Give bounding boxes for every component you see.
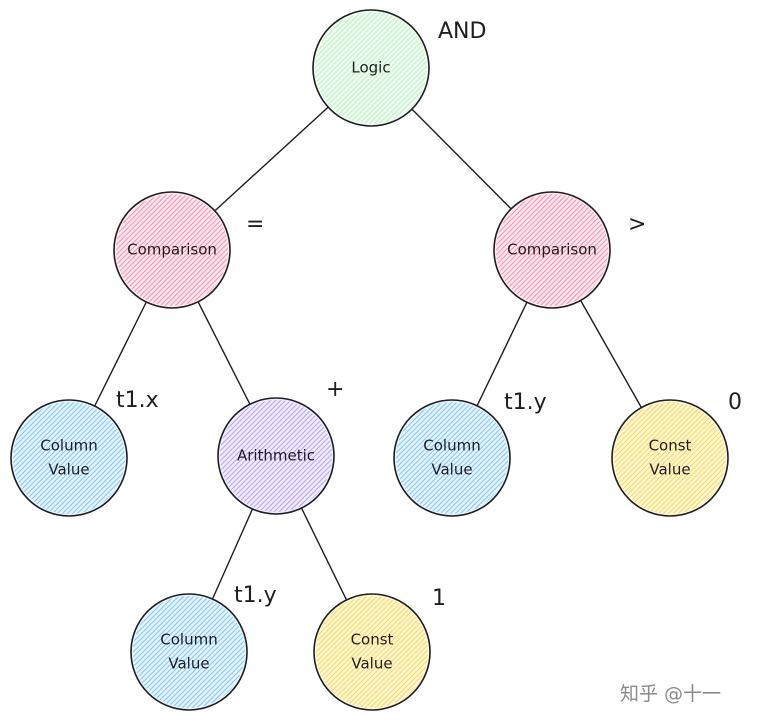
- edge-comparison_eq-to-arithmetic: [197, 301, 251, 405]
- node-outline: [217, 397, 335, 515]
- edge-comparison_gt-to-const_0: [579, 299, 643, 409]
- node-fill: [218, 398, 334, 514]
- annotation-column-t1y-a: t1.y: [234, 583, 277, 608]
- annotations-layer: AND = > t1.x + t1.y 1 t1.y 0: [116, 19, 742, 611]
- node-outline: [113, 191, 231, 309]
- node-label: Column: [423, 437, 480, 455]
- edge-comparison_gt-to-column_t1y_b: [476, 301, 528, 407]
- node-fill: [394, 400, 510, 516]
- annotation-column-t1y-b: t1.y: [504, 390, 547, 415]
- node-fill: [114, 192, 230, 308]
- node-label: Value: [48, 461, 89, 479]
- node-fill: [313, 10, 429, 126]
- node-hatch: [316, 596, 428, 708]
- node-fill: [131, 594, 247, 710]
- node-label: Column: [160, 631, 217, 649]
- node-label: Const: [351, 631, 394, 649]
- node-outline: [611, 399, 729, 517]
- node-outline: [312, 9, 430, 127]
- node-label: Comparison: [507, 241, 597, 259]
- annotation-comparison-eq: =: [246, 212, 264, 237]
- annotation-const-1: 1: [432, 586, 446, 611]
- node-comparison-gt: Comparison: [493, 191, 611, 309]
- node-logic: Logic: [312, 9, 430, 127]
- watermark-text: 知乎 @十一: [620, 683, 721, 705]
- node-label: Arithmetic: [237, 447, 315, 465]
- node-label: Comparison: [127, 241, 217, 259]
- node-hatch: [133, 596, 245, 708]
- annotation-const-0: 0: [728, 390, 742, 415]
- node-label: Value: [649, 461, 690, 479]
- node-label: Column: [40, 437, 97, 455]
- annotation-logic: AND: [438, 19, 486, 44]
- edge-comparison_eq-to-column_t1x: [93, 301, 148, 407]
- edge-logic-to-comparison_eq: [214, 106, 329, 212]
- annotation-arithmetic: +: [326, 377, 344, 402]
- node-fill: [11, 400, 127, 516]
- edge-arithmetic-to-const_1: [300, 507, 348, 601]
- edges-layer: [93, 106, 643, 601]
- node-fill: [494, 192, 610, 308]
- node-comparison-eq: Comparison: [113, 191, 231, 309]
- node-label: Const: [649, 437, 692, 455]
- annotation-comparison-gt: >: [628, 212, 646, 237]
- node-fill: [314, 594, 430, 710]
- node-outline: [493, 191, 611, 309]
- node-label: Logic: [351, 59, 390, 77]
- node-outline: [10, 399, 128, 517]
- node-label: Value: [168, 655, 209, 673]
- node-label: Value: [351, 655, 392, 673]
- node-fill: [612, 400, 728, 516]
- annotation-column-t1x: t1.x: [116, 388, 159, 413]
- node-outline: [313, 593, 431, 711]
- edge-logic-to-comparison_gt: [411, 108, 512, 210]
- edge-arithmetic-to-column_t1y_a: [211, 508, 254, 600]
- node-outline: [130, 593, 248, 711]
- node-outline: [393, 399, 511, 517]
- node-label: Value: [431, 461, 472, 479]
